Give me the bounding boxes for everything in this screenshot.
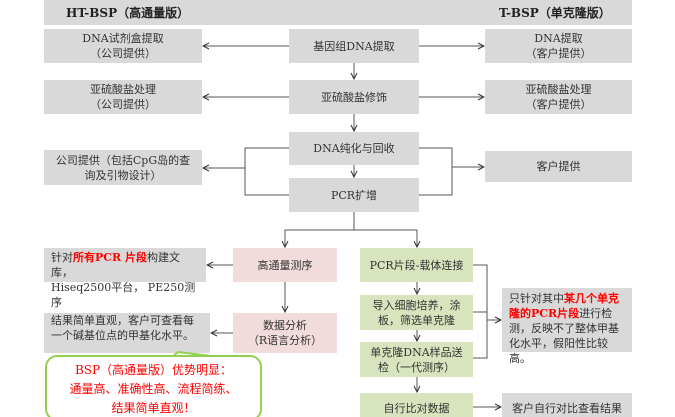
label: 询及引物设计） [84,168,162,182]
label: 亚硫酸盐处理 [525,83,592,96]
label: 客户自行对比查看结果 [512,401,622,415]
label: （客户提供） [525,98,592,111]
step-dna-purification: DNA纯化与回收 [289,132,419,165]
ht-data-analysis: 数据分析 （R语言分析） [233,313,337,353]
step-pcr-amplification: PCR扩增 [289,178,419,212]
advantage-callout: BSP（高通量版）优势明显： 通量高、准确性高、流程简练、结果简单直观！ [45,355,262,417]
step-bisulfite-modification: 亚硫酸盐修饰 [289,80,419,114]
right-customer-provided: 客户提供 [485,151,632,182]
right-dna-extraction: DNA提取 （客户提供） [485,29,632,63]
label: （客户提供） [525,47,592,60]
label: 公司提供（包括CpG岛的查 [55,153,191,167]
label: 自行比对数据 [383,401,450,415]
label: （公司提供） [90,98,156,111]
label: 进行检测， [509,307,613,335]
label: 结果简单直观！ [111,401,196,415]
t-bsp-title: T-BSP（单克隆版） [499,6,611,20]
step-label: 亚硫酸盐修饰 [321,90,387,104]
t-result-note: 客户自行对比查看结果 [502,393,632,417]
label: 只针对其中 [509,292,564,305]
label: 构建文库， [51,251,180,279]
t-cell-culture: 导入细胞培养，涂板，筛选单克隆 [360,295,473,330]
label: 单克隆DNA样品送 [370,345,463,359]
header-bar: HT-BSP（高通量版） T-BSP（单克隆版） [44,0,632,25]
ht-bsp-title: HT-BSP（高通量版） [66,6,190,20]
label: （R语言分析） [247,334,323,347]
right-bisulfite: 亚硫酸盐处理 （客户提供） [485,80,632,114]
label: 导入细胞培养，涂 [372,298,461,312]
step-genomic-dna-extraction: 基因组DNA提取 [289,29,419,63]
step-label: 基因组DNA提取 [313,39,395,53]
label: 数据分析 [263,319,307,332]
label: DNA试剂盒提取 [82,32,164,45]
highlight: 某几个单克 [564,292,619,305]
t-sanger-sequencing: 单克隆DNA样品送检（一代测序） [360,342,473,377]
left-primer-design: 公司提供（包括CpG岛的查询及引物设计） [44,150,202,185]
highlight: 隆的PCR片段 [509,307,580,320]
label: BSP（高通量版）优势明显： [74,363,233,377]
label: 高通量测序 [257,258,313,272]
step-label: PCR扩增 [330,188,378,202]
highlight: 所有PCR 片段 [73,251,147,264]
label: 一个碱基位点的甲基化水平。 [51,329,194,342]
label: DNA提取 [534,32,583,45]
label: 客户提供 [536,160,581,173]
label: 通量高、准确性高、流程简练、 [69,382,238,396]
label: 结果简单直观，客户可查看每 [51,314,194,327]
label: 板，筛选单克隆 [378,313,455,327]
label: （公司提供） [90,47,156,60]
label: 亚硫酸盐处理 [90,83,156,96]
label: 反映不了整体甲基化水平，假阳性比较高。 [509,322,619,365]
t-pcr-vector-ligation: PCR片段-载体连接 [360,248,473,282]
label: 检（一代测序） [378,360,455,374]
t-self-compare: 自行比对数据 [360,393,473,417]
ht-sequencing: 高通量测序 [233,248,337,282]
label: PCR片段-载体连接 [369,258,464,272]
left-bisulfite: 亚硫酸盐处理 （公司提供） [44,80,202,114]
step-label: DNA纯化与回收 [313,142,395,155]
label: 针对 [51,251,73,264]
ht-seq-note: 针对所有PCR 片段构建文库，Hiseq2500平台， PE250测序 [44,248,206,309]
ht-result-note: 结果简单直观，客户可查看每一个碱基位点的甲基化水平。 [44,313,210,353]
left-dna-kit: DNA试剂盒提取 （公司提供） [44,29,202,63]
t-limitation-note: 只针对其中某几个单克隆的PCR片段进行检测，反映不了整体甲基化水平，假阳性比较高… [502,288,632,365]
label: Hiseq2500平台， PE250测序 [51,281,196,309]
